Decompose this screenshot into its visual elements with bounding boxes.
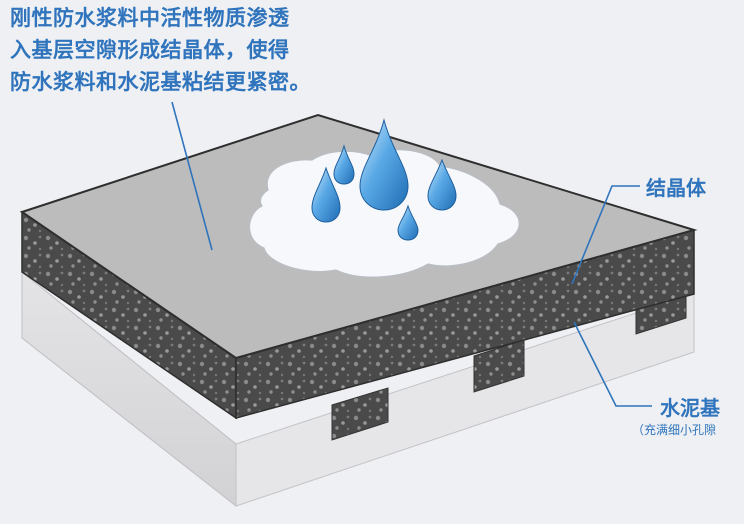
leader-caption [171,101,213,251]
pore-column-left [331,387,389,441]
water-droplets [311,118,457,241]
caption-line: 防水浆料和水泥基粘结更紧密。 [10,70,311,94]
water-droplet-icon [359,118,409,211]
caption-line: 入基层空隙形成结晶体，使得 [10,38,290,62]
leader-lines [171,101,652,407]
leader-cement [573,321,652,407]
leader-crystal [571,185,640,285]
label-cement: 水泥基 [660,396,720,420]
water-droplet-icon [311,166,341,223]
label-crystal: 结晶体 [646,176,706,200]
caption: 刚性防水浆料中活性物质渗透 入基层空隙形成结晶体，使得 防水浆料和水泥基粘结更紧… [10,2,390,98]
cement-base-right [235,293,695,507]
water-droplet-icon [333,144,355,185]
label-cement-note: （充满细小孔隙 [632,423,717,437]
water-droplet-icon [427,158,457,211]
cement-base [21,270,695,508]
water-droplet-icon [397,204,419,241]
mortar-layer [21,210,695,420]
pore-column-middle [473,339,525,393]
caption-line: 刚性防水浆料中活性物质渗透 [10,6,290,30]
